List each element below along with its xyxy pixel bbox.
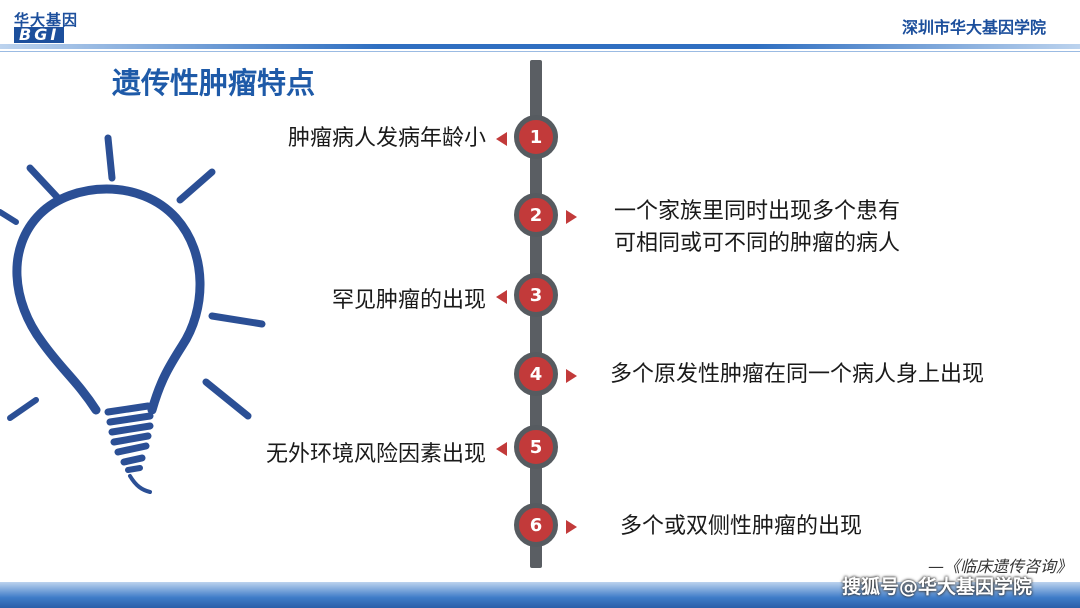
item-text-2-line1: 一个家族里同时出现多个患有 [614, 199, 901, 224]
header-bar [0, 44, 1080, 49]
step-node-6: 6 [514, 503, 558, 547]
source-citation: —《临床遗传咨询》 [928, 557, 1073, 576]
pointer-right-icon [566, 210, 577, 224]
item-text-1: 肿瘤病人发病年龄小 [287, 126, 486, 151]
item-text-3: 罕见肿瘤的出现 [331, 288, 486, 313]
logo-chinese: 华大基因 [14, 11, 79, 29]
footer-bar [0, 582, 1080, 608]
institute-name: 深圳市华大基因学院 [901, 18, 1046, 37]
page-title: 遗传性肿瘤特点 [112, 66, 316, 100]
step-node-2: 2 [514, 193, 558, 237]
pointer-left-icon [496, 442, 507, 456]
logo-bgi: BGI [14, 27, 65, 43]
pointer-left-icon [496, 290, 507, 304]
pointer-left-icon [496, 132, 507, 146]
item-text-2-line2: 可相同或可不同的肿瘤的病人 [614, 231, 901, 256]
step-node-4: 4 [514, 352, 558, 396]
lightbulb-icon [0, 134, 266, 494]
step-node-3: 3 [514, 273, 558, 317]
item-text-6: 多个或双侧性肿瘤的出现 [620, 514, 863, 539]
watermark: 搜狐号@华大基因学院 [842, 576, 1033, 598]
step-node-1: 1 [514, 115, 558, 159]
item-text-4: 多个原发性肿瘤在同一个病人身上出现 [610, 362, 985, 387]
step-node-5: 5 [514, 425, 558, 469]
pointer-right-icon [566, 520, 577, 534]
header-line [0, 51, 1080, 52]
item-text-5: 无外环境风险因素出现 [265, 442, 486, 467]
pointer-right-icon [566, 369, 577, 383]
